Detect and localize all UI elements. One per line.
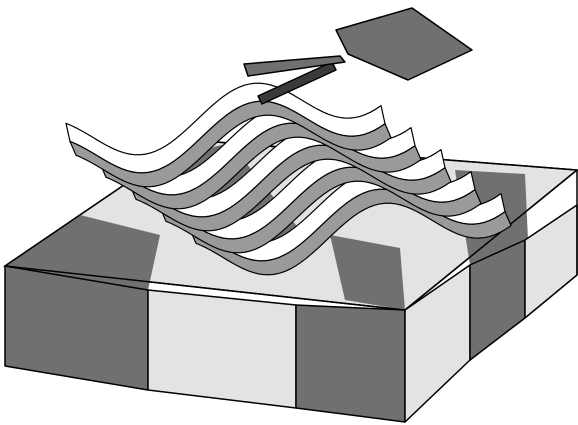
- right-light-stripe-2: [524, 204, 578, 319]
- front-light-stripe-1: [147, 289, 297, 409]
- paddle-handle-shadow: [257, 61, 337, 105]
- top-dark-stripe-3: [330, 235, 405, 310]
- paddle-blade: [335, 7, 473, 81]
- paddle-icon: [243, 7, 473, 105]
- top-dark-stripe-1: [5, 215, 160, 290]
- wavy-ribbon-group: [65, 82, 512, 276]
- ribbon-1: [65, 82, 386, 174]
- front-dark-stripe-2: [295, 304, 406, 423]
- paddle-handle: [243, 55, 346, 77]
